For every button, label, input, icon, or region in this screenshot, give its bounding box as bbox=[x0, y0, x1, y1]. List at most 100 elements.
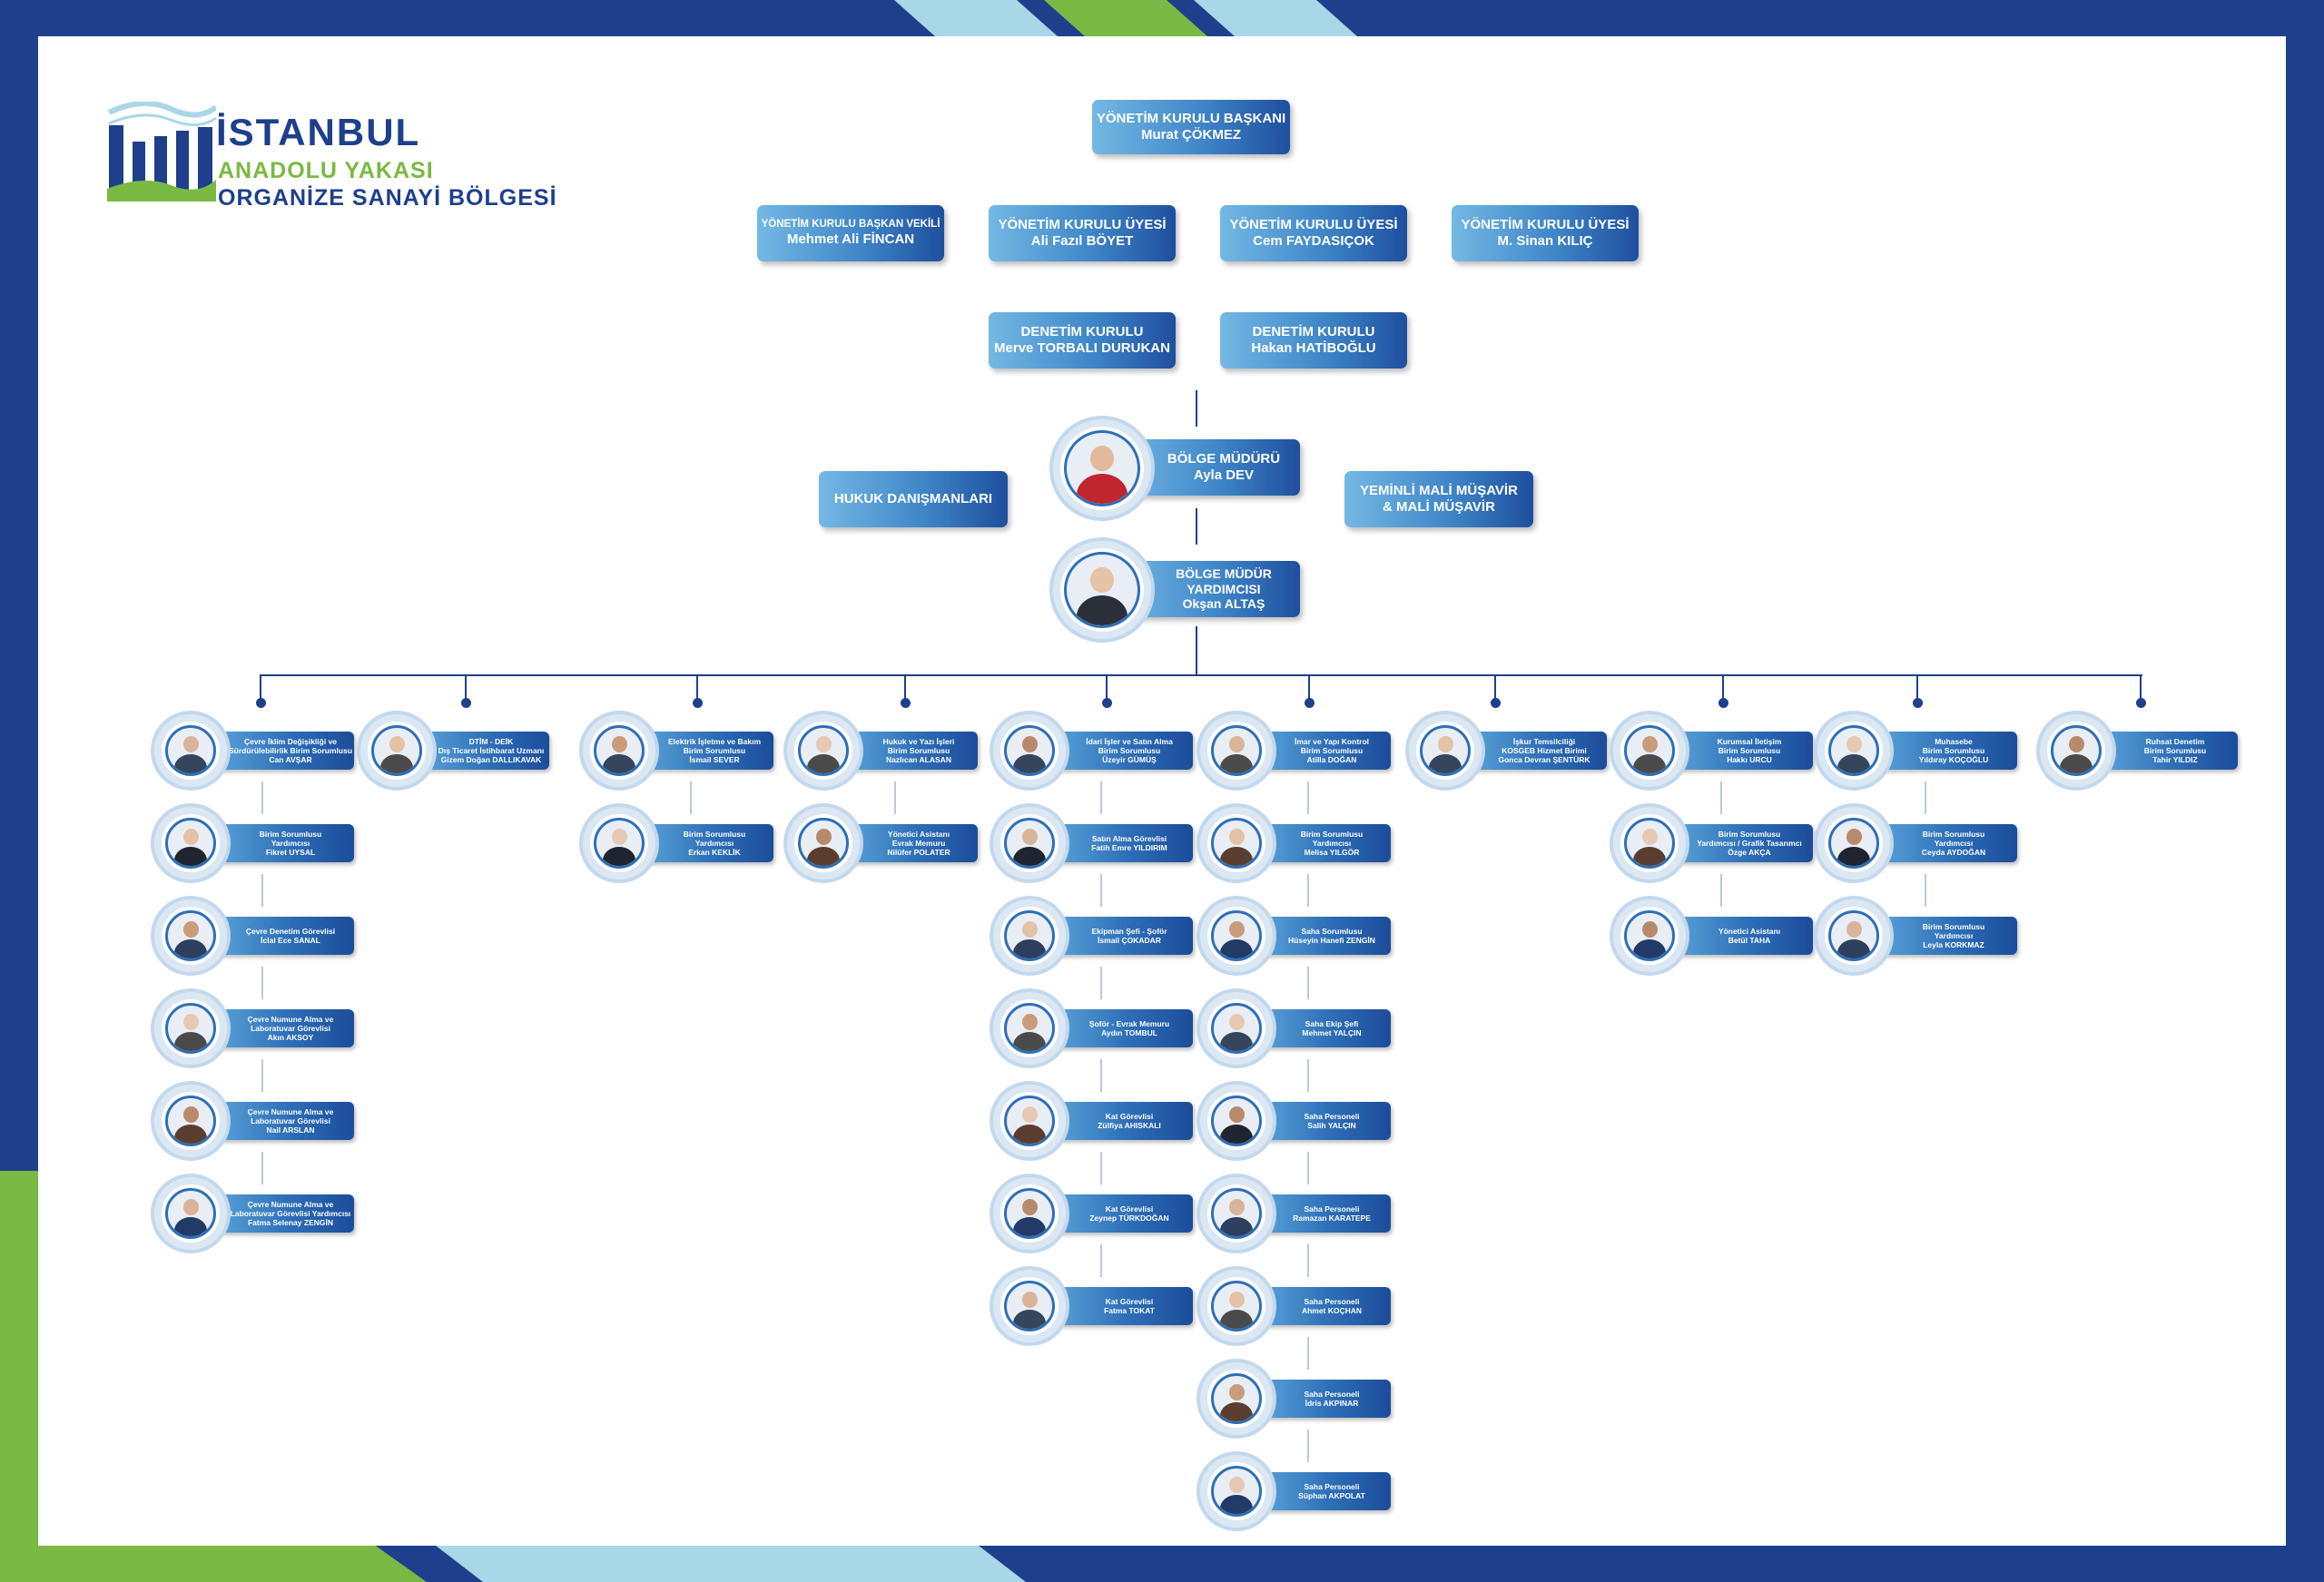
staff-title-line: Saha Personeli bbox=[1304, 1204, 1360, 1214]
audit-board-2-title: DENETİM KURULU bbox=[1252, 324, 1375, 339]
staff-photo bbox=[162, 814, 220, 872]
staff-title-line: Laboratuvar Görevlisi bbox=[251, 1023, 330, 1033]
staff-photo bbox=[162, 722, 220, 780]
branch-drop-line bbox=[260, 675, 261, 701]
staff-title-line: Birim Sorumlusu bbox=[2143, 745, 2207, 755]
staff-connector-line bbox=[1100, 967, 1102, 999]
audit-board-2-name: Hakan HATİBOĞLU bbox=[1251, 340, 1376, 356]
staff-name: Gizem Doğan DALLIKAVAK bbox=[440, 755, 542, 764]
branch-drop-line bbox=[1308, 675, 1310, 701]
branch-drop-line bbox=[1106, 675, 1108, 701]
staff-title-line: Saha Personeli bbox=[1304, 1296, 1360, 1306]
staff-photo bbox=[1620, 722, 1679, 780]
staff-photo bbox=[1000, 814, 1059, 872]
staff-photo bbox=[1000, 1092, 1059, 1150]
staff-title-line: Dış Ticaret İstihbarat Uzmanı bbox=[438, 745, 545, 755]
staff-title-line: Yönetici Asistanı bbox=[1718, 926, 1781, 936]
sworn-accountant-line2: & MALİ MÜŞAVİR bbox=[1383, 499, 1495, 515]
staff-name: İsmail SEVER bbox=[689, 755, 740, 764]
staff-photo bbox=[1620, 907, 1679, 965]
chairman-box: YÖNETİM KURULU BAŞKANI Murat ÇÖKMEZ bbox=[1092, 100, 1290, 154]
staff-connector-line bbox=[261, 781, 263, 814]
staff-name: Gonca Devran ŞENTÜRK bbox=[1498, 755, 1590, 764]
regional-manager-name: Ayla DEV bbox=[1193, 467, 1255, 483]
staff-title-line: KOSGEB Hizmet Birimi bbox=[1502, 745, 1587, 755]
staff-title-line: Laboratuvar Görevlisi Yardımcısı bbox=[230, 1208, 351, 1218]
staff-title-line: Saha Sorumlusu bbox=[1301, 926, 1363, 936]
staff-photo bbox=[1207, 1277, 1265, 1335]
vice-chairman-name: Mehmet Ali FİNCAN bbox=[786, 231, 915, 247]
board-member-1-title: YÖNETİM KURULU ÜYESİ bbox=[998, 217, 1167, 232]
staff-name: Melisa YILGÖR bbox=[1304, 848, 1360, 857]
staff-title-line: Laboratuvar Görevlisi bbox=[251, 1115, 330, 1125]
staff-photo bbox=[794, 814, 852, 872]
staff-title-line: Çevre Numune Alma ve bbox=[247, 1014, 334, 1024]
staff-title-line: Birim Sorumlusu bbox=[1718, 745, 1781, 755]
branch-node-dot bbox=[256, 698, 266, 708]
staff-name: Nilüfer POLATER bbox=[887, 848, 950, 857]
osb-logo: İSTANBUL ANADOLU YAKASI ORGANİZE SANAYİ … bbox=[107, 102, 556, 220]
staff-connector-line bbox=[261, 1059, 263, 1092]
staff-title-line: Elektrik İşletme ve Bakım bbox=[667, 736, 762, 746]
staff-title-line: Çevre İklim Değişikliği ve bbox=[243, 736, 338, 746]
legal-advisors-box: HUKUK DANIŞMANLARI bbox=[819, 471, 1008, 527]
staff-title-line: Çevre Numune Alma ve bbox=[247, 1106, 334, 1116]
staff-title-line: Birim Sorumlusu bbox=[683, 829, 746, 839]
staff-connector-line bbox=[690, 781, 692, 814]
staff-title-line: İşkur Temsilciliği bbox=[1512, 736, 1576, 746]
staff-title-line: Yardımcısı bbox=[1934, 930, 1974, 940]
regional-manager-title: BÖLGE MÜDÜRÜ bbox=[1167, 451, 1281, 467]
staff-photo bbox=[368, 722, 426, 780]
branch-node-dot bbox=[461, 698, 471, 708]
staff-title-line: Kat Görevlisi bbox=[1105, 1111, 1154, 1121]
staff-name: Özge AKÇA bbox=[1728, 848, 1771, 857]
branch-drop-line bbox=[1494, 675, 1496, 701]
staff-title-line: Yönetici Asistanı bbox=[887, 829, 950, 839]
bottom-light-stripe bbox=[436, 1546, 1026, 1582]
deputy-manager-box: BÖLGE MÜDÜR YARDIMCISI Okşan ALTAŞ bbox=[1117, 561, 1300, 617]
board-member-2-name: Cem FAYDASIÇOK bbox=[1253, 233, 1374, 249]
branch-drop-line bbox=[1722, 675, 1724, 701]
staff-title-line: Hukuk ve Yazı İşleri bbox=[882, 736, 955, 746]
staff-photo bbox=[1825, 907, 1883, 965]
staff-connector-line bbox=[1307, 1059, 1309, 1092]
branch-node-dot bbox=[1913, 698, 1923, 708]
staff-connector-line bbox=[1925, 781, 1926, 814]
board-member-3-name: M. Sinan KILIÇ bbox=[1497, 233, 1593, 249]
staff-name: Ahmet KOÇHAN bbox=[1301, 1306, 1363, 1315]
staff-name: İclal Ece SANAL bbox=[261, 936, 320, 945]
staff-name: Hakkı URCU bbox=[1727, 755, 1772, 764]
staff-connector-line bbox=[1100, 1244, 1102, 1277]
staff-name: Süphan AKPOLAT bbox=[1298, 1491, 1365, 1500]
staff-connector-line bbox=[1307, 1430, 1309, 1462]
staff-photo bbox=[1825, 814, 1883, 872]
staff-title-line: Ruhsat Denetim bbox=[2145, 736, 2205, 746]
branch-drop-line bbox=[904, 675, 906, 701]
staff-title-line: Kat Görevlisi bbox=[1105, 1204, 1154, 1214]
staff-name: Üzeyir GÜMÜŞ bbox=[1102, 755, 1157, 764]
staff-photo bbox=[590, 722, 648, 780]
staff-name: Fatih Emre YILDIRIM bbox=[1091, 843, 1167, 852]
branch-node-dot bbox=[2136, 698, 2146, 708]
bottom-green-stripe bbox=[0, 1546, 427, 1582]
staff-name: Fatma Selenay ZENGİN bbox=[247, 1218, 333, 1227]
connector-board-to-manager bbox=[1196, 390, 1197, 427]
staff-connector-line bbox=[894, 781, 896, 814]
branch-node-dot bbox=[1305, 698, 1315, 708]
staff-photo bbox=[1000, 722, 1059, 780]
